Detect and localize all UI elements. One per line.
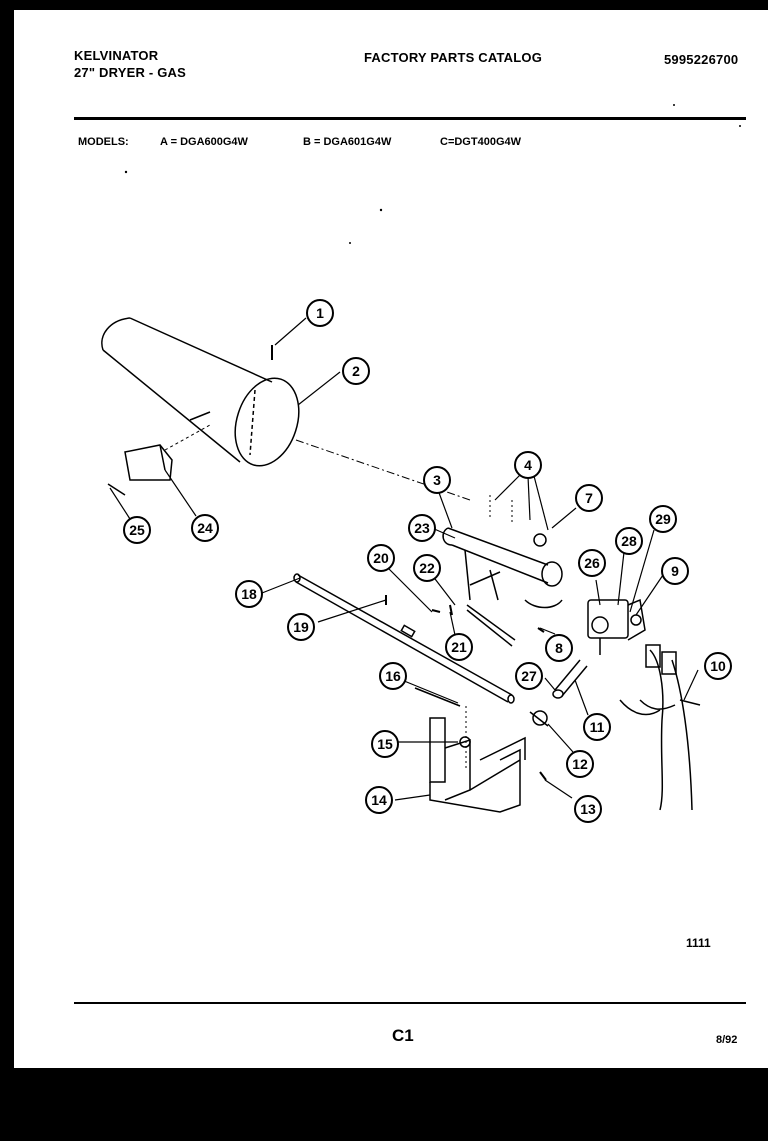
- callout-11: 11: [583, 713, 611, 741]
- callout-number: 9: [671, 563, 679, 579]
- callout-number: 23: [414, 520, 430, 536]
- product-name: 27" DRYER - GAS: [74, 65, 186, 80]
- figure-code: 1111: [686, 936, 711, 950]
- header-rule: [74, 117, 746, 120]
- callout-number: 26: [584, 555, 600, 571]
- footer-rule: [74, 1002, 746, 1004]
- callout-28: 28: [615, 527, 643, 555]
- callout-number: 10: [710, 658, 726, 674]
- drum-part: [101, 317, 300, 467]
- callout-number: 28: [621, 533, 637, 549]
- burner-tube-part: [442, 527, 563, 647]
- callout-25: 25: [123, 516, 151, 544]
- callout-16: 16: [379, 662, 407, 690]
- callout-8: 8: [545, 634, 573, 662]
- callout-number: 1: [316, 305, 324, 321]
- callout-10: 10: [704, 652, 732, 680]
- callout-number: 18: [241, 586, 257, 602]
- callout-number: 12: [572, 756, 588, 772]
- gas-valve-part: [587, 598, 646, 655]
- callout-number: 11: [590, 719, 605, 735]
- callout-7: 7: [575, 484, 603, 512]
- models-label: MODELS:: [78, 136, 129, 148]
- callout-20: 20: [367, 544, 395, 572]
- assembly-axis: [295, 439, 471, 501]
- callout-22: 22: [413, 554, 441, 582]
- scan-border: [0, 1068, 768, 1141]
- callout-18: 18: [235, 580, 263, 608]
- callout-24: 24: [191, 514, 219, 542]
- callout-15: 15: [371, 730, 399, 758]
- callout-number: 27: [521, 668, 537, 684]
- leader-lines: [109, 317, 699, 801]
- callout-number: 16: [385, 668, 401, 684]
- callout-number: 13: [580, 801, 596, 817]
- callout-4: 4: [514, 451, 542, 479]
- manifold-pipe-part: [293, 573, 515, 704]
- callout-2: 2: [342, 357, 370, 385]
- orifice-fitting-part: [529, 659, 588, 727]
- callout-3: 3: [423, 466, 451, 494]
- callout-number: 3: [433, 472, 441, 488]
- catalog-title: FACTORY PARTS CATALOG: [364, 50, 543, 65]
- brand-name: KELVINATOR: [74, 48, 159, 63]
- callout-number: 25: [129, 522, 145, 538]
- callout-number: 29: [655, 511, 671, 527]
- model-c: C=DGT400G4W: [440, 136, 521, 148]
- catalog-number: 5995226700: [664, 52, 739, 67]
- callout-number: 19: [293, 619, 309, 635]
- model-b: B = DGA601G4W: [303, 136, 392, 148]
- callout-23: 23: [408, 514, 436, 542]
- page-number: C1: [392, 1026, 414, 1045]
- callout-19: 19: [287, 613, 315, 641]
- callout-14: 14: [365, 786, 393, 814]
- callout-number: 22: [419, 560, 435, 576]
- revision-date: 8/92: [716, 1034, 738, 1046]
- callout-number: 2: [352, 363, 360, 379]
- callout-1: 1: [306, 299, 334, 327]
- callout-21: 21: [445, 633, 473, 661]
- callout-number: 15: [377, 736, 393, 752]
- callout-26: 26: [578, 549, 606, 577]
- callout-number: 8: [555, 640, 563, 656]
- callout-29: 29: [649, 505, 677, 533]
- callout-12: 12: [566, 750, 594, 778]
- wiring-harness-part: [619, 644, 701, 811]
- callout-13: 13: [574, 795, 602, 823]
- callout-9: 9: [661, 557, 689, 585]
- callout-number: 7: [585, 490, 593, 506]
- callout-number: 20: [373, 550, 389, 566]
- callout-number: 4: [524, 457, 532, 473]
- mounting-bracket-part: [414, 687, 526, 813]
- model-a: A = DGA600G4W: [160, 136, 248, 148]
- callout-number: 21: [451, 639, 467, 655]
- callout-27: 27: [515, 662, 543, 690]
- callout-number: 14: [371, 792, 387, 808]
- callout-number: 24: [197, 520, 213, 536]
- igniter-part: [107, 444, 173, 496]
